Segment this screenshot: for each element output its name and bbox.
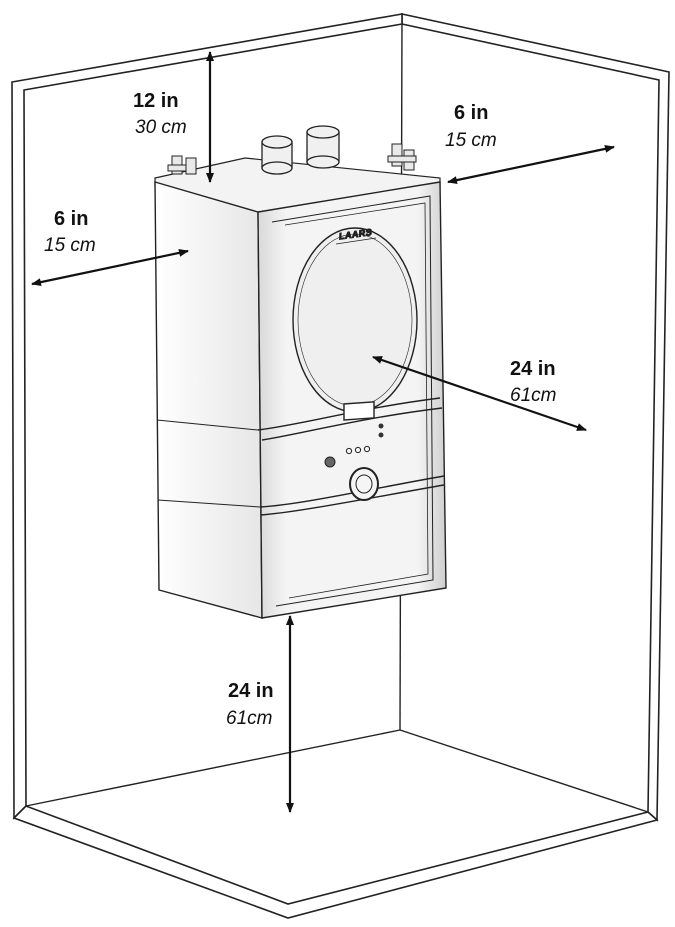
brand-underline [335, 237, 377, 245]
oval-window [292, 227, 418, 413]
arrow-right [447, 144, 615, 185]
power-knob [324, 456, 336, 468]
right-clearance-cm: 15 cm [445, 130, 497, 151]
flue-pipe-left [261, 135, 293, 175]
water-fittings-left [167, 155, 197, 175]
left-clearance-in: 6 in [54, 208, 88, 230]
bottom-clearance-in: 24 in [228, 680, 274, 702]
floor-back-right [399, 729, 649, 813]
bottom-clearance-cm: 61cm [226, 708, 272, 729]
pressure-gauge [349, 467, 379, 501]
arrow-front [372, 355, 587, 432]
top-clearance-in: 12 in [133, 90, 179, 112]
floor-front-edge [12, 805, 659, 919]
flue-pipe-right [306, 125, 340, 169]
control-button-1 [345, 447, 353, 455]
front-band-lower [259, 475, 445, 516]
front-clearance-cm: 61cm [510, 385, 556, 406]
room-corner [11, 13, 670, 919]
clearance-labels: 12 in 30 cm 6 in 15 cm 6 in 15 cm 24 in … [44, 90, 556, 729]
control-button-3 [363, 445, 371, 453]
floor-back-left [25, 729, 401, 807]
control-led-2 [378, 432, 384, 438]
boiler-side-panel [154, 181, 263, 619]
control-led-1 [378, 423, 384, 429]
left-clearance-cm: 15 cm [44, 235, 96, 256]
clearance-arrows [31, 51, 615, 813]
control-button-2 [354, 446, 362, 454]
control-display [343, 401, 375, 421]
right-clearance-in: 6 in [454, 102, 488, 124]
top-clearance-cm: 30 cm [135, 117, 187, 138]
arrow-left [31, 248, 189, 287]
side-band [156, 419, 261, 508]
water-fittings-right [387, 143, 417, 171]
front-clearance-in: 24 in [510, 358, 556, 380]
pressure-gauge-inner [355, 474, 373, 494]
boiler-unit: LAARS [154, 125, 447, 619]
